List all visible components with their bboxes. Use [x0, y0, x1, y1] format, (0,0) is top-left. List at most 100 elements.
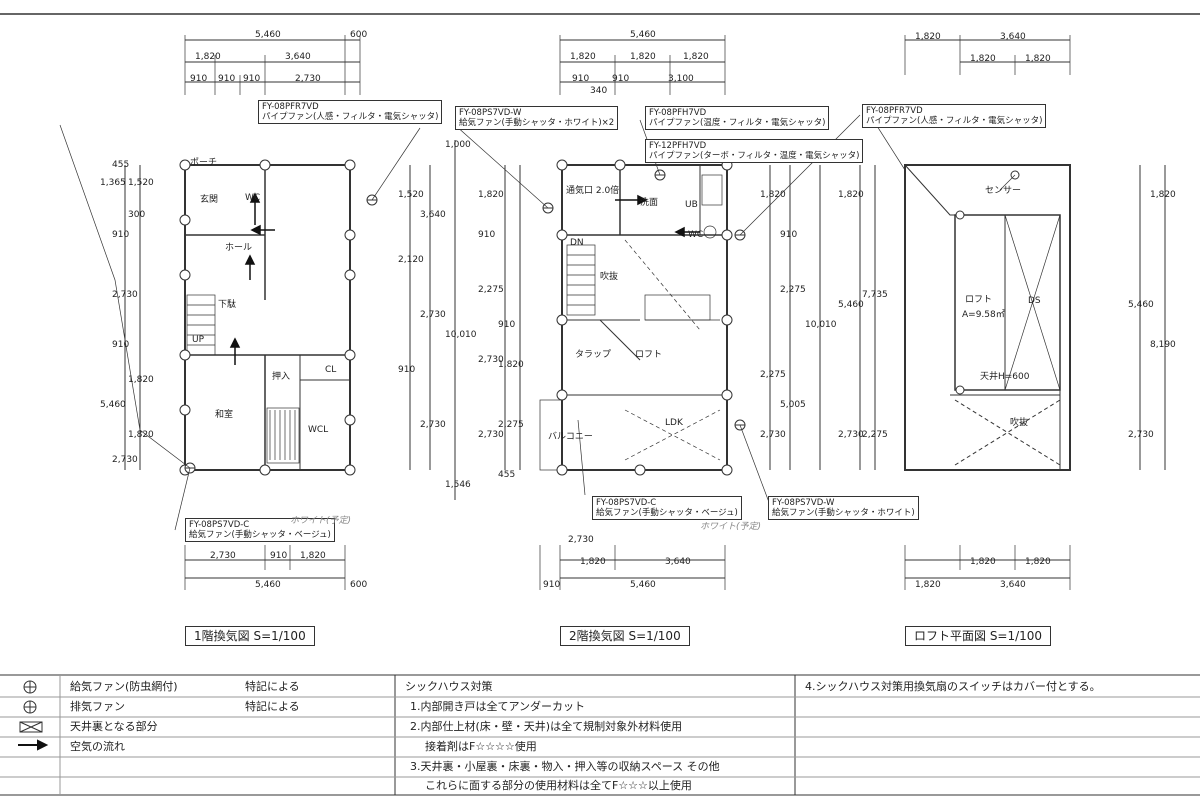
- note-item: 2.内部仕上材(床・壁・天井)は全て規制対象外材料使用: [410, 720, 683, 733]
- dim-label: 2,275: [780, 285, 806, 295]
- dim-label: 1,820: [838, 190, 864, 200]
- dim-label: 1,820: [128, 375, 154, 385]
- room-label: 洗面: [640, 198, 659, 208]
- room-label: CL: [325, 365, 337, 375]
- dim-label: 3,100: [668, 74, 694, 84]
- dim-label: 1,820: [915, 32, 941, 42]
- room-label: 吹抜: [1010, 418, 1029, 428]
- fan-callout: FY-12PFH7VD パイプファン(ターボ・フィルタ・温度・電気シャッタ): [645, 139, 864, 163]
- dim-label: 910: [112, 230, 130, 240]
- fan-callout: FY-08PS7VD-W 給気ファン(手動シャッタ・ホワイト): [768, 496, 919, 520]
- legend-note: 特記による: [245, 700, 300, 713]
- dim-label: 1,520: [128, 178, 154, 188]
- dim-label: 2,275: [498, 420, 524, 430]
- fan-callout: FY-08PFR7VD パイプファン(人感・フィルタ・電気シャッタ): [862, 104, 1047, 128]
- fan-model: FY-08PFH7VD: [649, 108, 707, 118]
- dim-label: 910: [218, 74, 236, 84]
- dim-label: 2,730: [295, 74, 321, 84]
- dim-label: 2,730: [478, 355, 504, 365]
- room-label: タラップ: [575, 350, 612, 360]
- dim-label: 1,820: [1150, 190, 1176, 200]
- dim-label: 455: [498, 470, 516, 480]
- room-label: WC: [688, 230, 704, 240]
- fan-callout: FY-08PFH7VD パイプファン(温度・フィルタ・電気シャッタ): [645, 106, 830, 130]
- dim-label: 1,820: [683, 52, 709, 62]
- dim-label: 2,275: [862, 430, 888, 440]
- dim-label: 1,820: [970, 54, 996, 64]
- dim-label: 1,820: [630, 52, 656, 62]
- legend-label: 排気ファン: [70, 700, 125, 713]
- dim-label: 1,365: [100, 178, 126, 188]
- dim-label: 455: [112, 160, 130, 170]
- fan-model: FY-08PS7VD-C: [189, 520, 250, 530]
- fan-model: FY-08PS7VD-W: [772, 498, 835, 508]
- dim-label: 1,820: [498, 360, 524, 370]
- handwritten-note: ホワイト(予定): [290, 516, 352, 526]
- legend-label: 天井裏となる部分: [70, 720, 158, 733]
- fan-model: FY-08PS7VD-C: [596, 498, 657, 508]
- fan-model: FY-08PS7VD-W: [459, 108, 522, 118]
- dim-label: 3,640: [665, 557, 691, 567]
- dim-label: 2,730: [420, 310, 446, 320]
- note-item: 接着剤はF☆☆☆☆使用: [425, 740, 537, 753]
- floor1-title: 1階換気図 S=1/100: [185, 626, 315, 646]
- room-label: 下駄: [218, 300, 237, 310]
- fan-model: FY-12PFH7VD: [649, 141, 707, 151]
- fan-description: パイプファン(人感・フィルタ・電気シャッタ): [866, 116, 1043, 126]
- fan-description: 給気ファン(手動シャッタ・ベージュ): [596, 508, 738, 518]
- fan-description: パイプファン(ターボ・フィルタ・温度・電気シャッタ): [649, 151, 860, 161]
- floor1-plan: [59, 35, 456, 590]
- dim-label: 3,640: [1000, 32, 1026, 42]
- dim-label: 5,460: [630, 580, 656, 590]
- fan-symbol: [542, 169, 746, 431]
- room-label: 玄関: [200, 195, 219, 205]
- loft-title: ロフト平面図 S=1/100: [905, 626, 1052, 646]
- fan-description: 給気ファン(手動シャッタ・ベージュ): [189, 530, 331, 540]
- fan-description: パイプファン(温度・フィルタ・電気シャッタ): [649, 118, 826, 128]
- fan-description: 給気ファン(手動シャッタ・ホワイト)×2: [459, 118, 615, 128]
- dim-label: 5,460: [630, 30, 656, 40]
- legend-note: 特記による: [245, 680, 300, 693]
- room-label: ホール: [225, 243, 253, 253]
- dim-label: 1,820: [478, 190, 504, 200]
- dim-label: 3,640: [1000, 580, 1026, 590]
- room-label: 吹抜: [600, 272, 619, 282]
- dim-label: 5,005: [780, 400, 806, 410]
- dim-label: 3,640: [285, 52, 311, 62]
- dim-label: 2,730: [420, 420, 446, 430]
- dim-label: 2,275: [760, 370, 786, 380]
- room-label: 通気口 2.0倍: [566, 186, 620, 196]
- room-label: WC: [245, 193, 261, 203]
- note-item: 1.内部開き戸は全てアンダーカット: [410, 700, 586, 713]
- dim-label: 910: [780, 230, 798, 240]
- room-label: ポーチ: [190, 158, 218, 168]
- room-label: LDK: [665, 418, 683, 428]
- dim-label: 340: [590, 86, 608, 96]
- dim-label: 5,460: [1128, 300, 1154, 310]
- dim-label: 910: [112, 340, 130, 350]
- dim-label: 2,730: [112, 290, 138, 300]
- fan-callout: FY-08PS7VD-W 給気ファン(手動シャッタ・ホワイト)×2: [455, 106, 619, 130]
- dim-label: 910: [190, 74, 208, 84]
- dim-label: 910: [498, 320, 516, 330]
- dim-label: 10,010: [445, 330, 477, 340]
- floor2-title: 2階換気図 S=1/100: [560, 626, 690, 646]
- dim-label: 7,735: [862, 290, 888, 300]
- dim-label: 1,820: [195, 52, 221, 62]
- dim-label: 8,190: [1150, 340, 1176, 350]
- dim-label: 5,460: [255, 580, 281, 590]
- fan-description: パイプファン(人感・フィルタ・電気シャッタ): [262, 112, 439, 122]
- room-label: 和室: [215, 410, 234, 420]
- room-label: WCL: [308, 425, 329, 435]
- dim-label: 2,730: [478, 430, 504, 440]
- room-label: 天井H=600: [980, 372, 1030, 382]
- dim-label: 1,520: [398, 190, 424, 200]
- notes-title: シックハウス対策: [405, 680, 493, 693]
- arrow-symbol: [18, 739, 49, 751]
- room-label: UB: [685, 200, 698, 210]
- legend-label: 空気の流れ: [70, 740, 125, 753]
- dim-label: 3,640: [420, 210, 446, 220]
- dim-label: 1,820: [1025, 557, 1051, 567]
- dim-label: 1,820: [970, 557, 996, 567]
